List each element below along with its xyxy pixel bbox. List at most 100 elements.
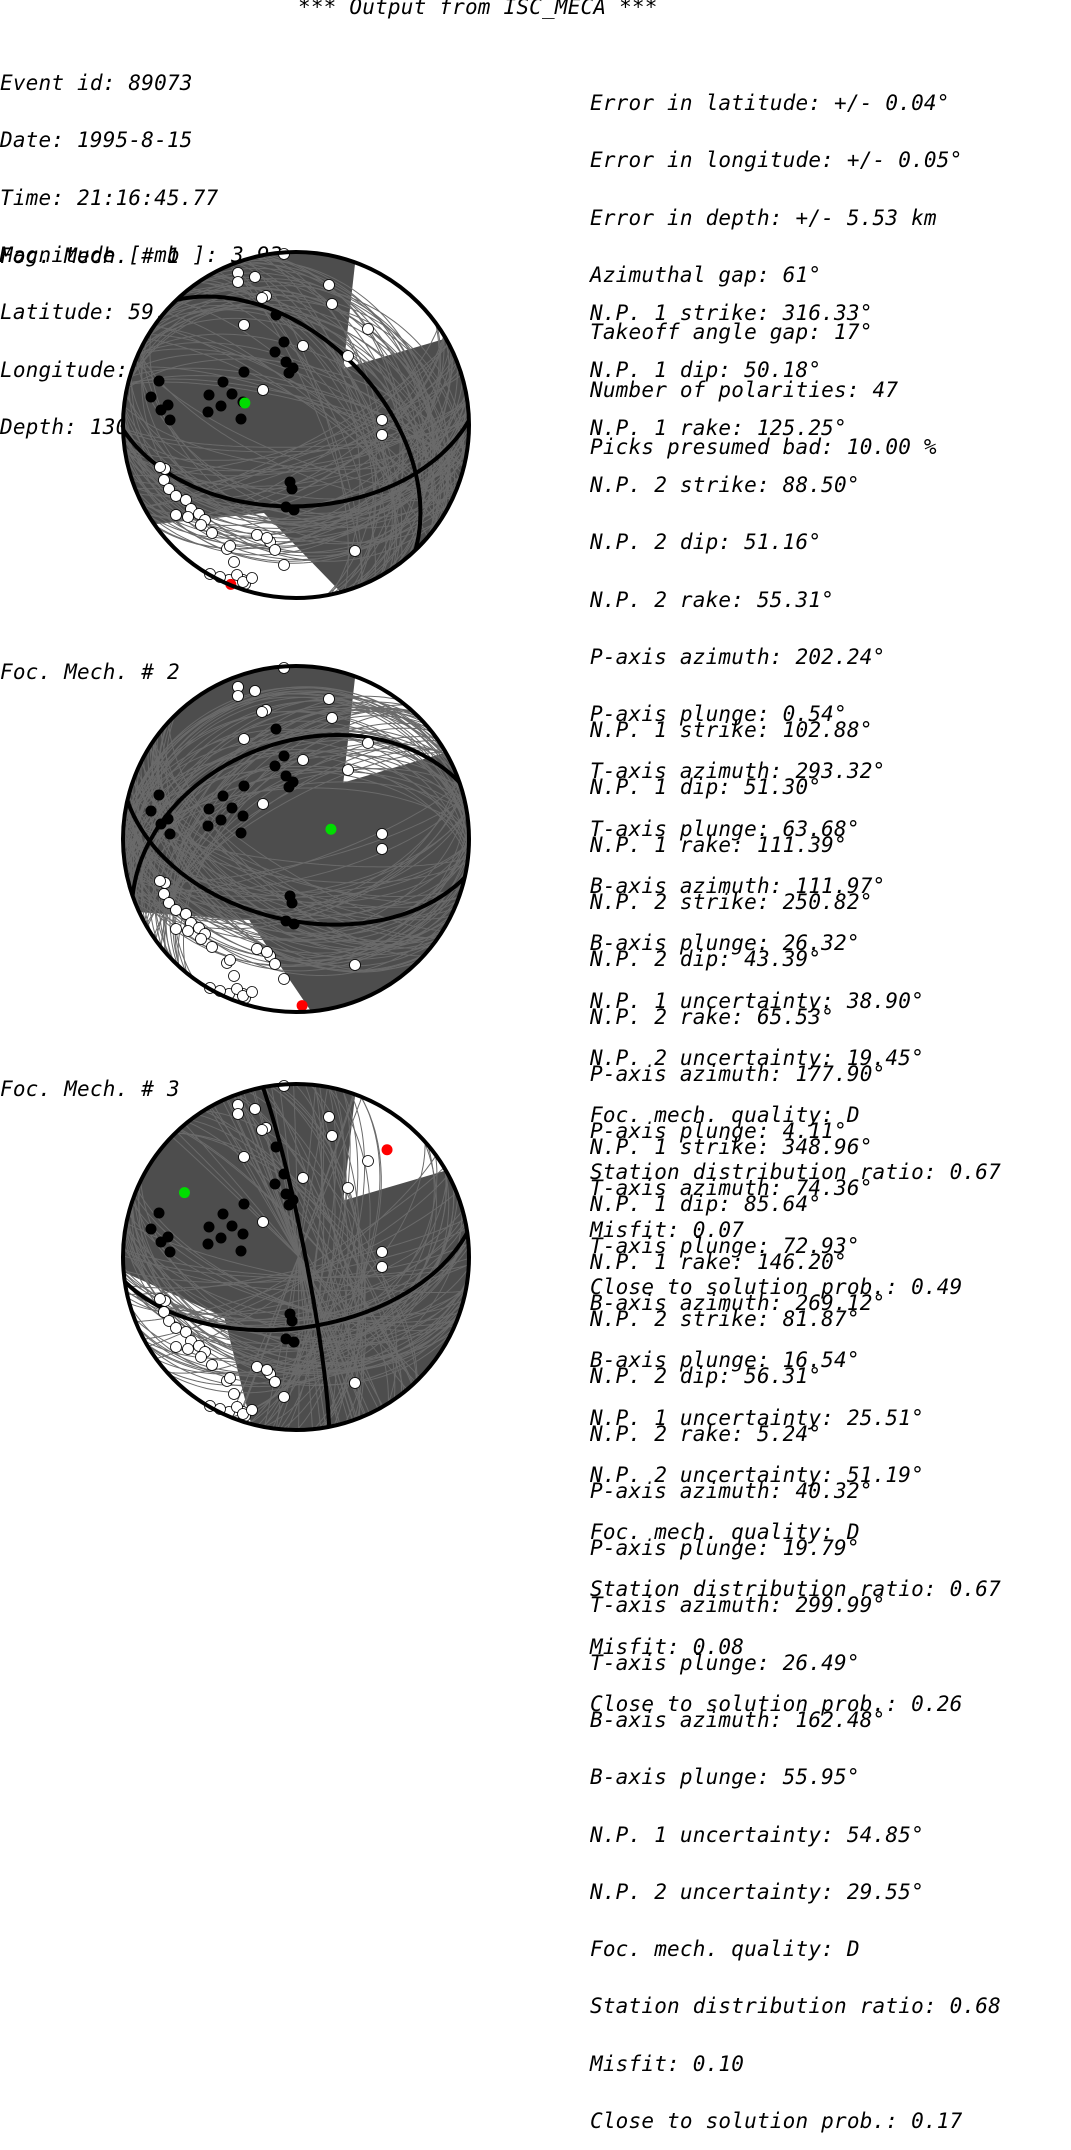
np2-rake: N.P. 2 rake: 65.53° bbox=[590, 1004, 835, 1029]
solution-trace bbox=[152, 697, 421, 960]
np1-uncertainty: N.P. 1 uncertainty: 54.85° bbox=[590, 1822, 924, 1847]
mechanism-1-parameters: N.P. 1 strike: 316.33° N.P. 1 dip: 50.18… bbox=[590, 266, 1001, 1316]
dilatation-polarity bbox=[154, 1293, 166, 1305]
compression-polarity bbox=[226, 802, 238, 814]
b-axis-plunge: B-axis plunge: 55.95° bbox=[590, 1765, 860, 1790]
dilatation-polarity bbox=[297, 754, 309, 766]
compression-polarity bbox=[215, 814, 227, 826]
t-axis-azimuth: T-axis azimuth: 74.36° bbox=[590, 1176, 873, 1201]
solution-trace bbox=[270, 1085, 360, 1429]
compression-polarity bbox=[237, 810, 249, 822]
compression-polarity bbox=[278, 750, 290, 762]
dilatation-polarity bbox=[180, 908, 192, 920]
t-axis-plunge: T-axis plunge: 72.93° bbox=[590, 1233, 860, 1258]
takeoff-angle-gap: Takeoff angle gap: 17° bbox=[590, 320, 873, 345]
mechanism-2-beachball bbox=[121, 662, 471, 1014]
solution-trace bbox=[231, 1096, 382, 1418]
dilatational-sector bbox=[343, 1094, 446, 1201]
dilatation-polarity bbox=[257, 384, 269, 396]
compression-polarity bbox=[288, 1336, 300, 1348]
dilatation-polarity bbox=[323, 693, 335, 705]
dilatation-polarity bbox=[278, 973, 290, 985]
dilatation-polarity bbox=[228, 556, 240, 568]
compression-polarity bbox=[235, 827, 247, 839]
dilatation-polarity bbox=[238, 1151, 250, 1163]
t-axis-marker bbox=[325, 823, 337, 835]
dilatation-polarity bbox=[342, 764, 354, 776]
p-axis-azimuth: P-axis azimuth: 40.32° bbox=[590, 1478, 873, 1503]
mechanism-quality: Foc. mech. quality: D bbox=[590, 1103, 860, 1128]
np2-strike: N.P. 2 strike: 250.82° bbox=[590, 890, 873, 915]
compression-polarity bbox=[226, 1220, 238, 1232]
dilatation-polarity bbox=[246, 572, 258, 584]
solution-trace bbox=[175, 1132, 417, 1382]
dilatation-polarity bbox=[251, 943, 263, 955]
dilatation-polarity bbox=[323, 279, 335, 291]
compression-polarity bbox=[164, 828, 176, 840]
dilatational-sector bbox=[154, 512, 341, 598]
solution-trace bbox=[132, 781, 460, 908]
dilatation-polarity bbox=[224, 954, 236, 966]
dilatation-polarity bbox=[342, 1182, 354, 1194]
dilatation-polarity bbox=[228, 970, 240, 982]
np2-strike: N.P. 2 strike: 88.50° bbox=[590, 473, 860, 498]
mechanism-2-heading: Foc. Mech. # 2 bbox=[0, 660, 180, 684]
solution-trace bbox=[127, 299, 465, 467]
dilatational-sector bbox=[343, 262, 446, 369]
dilatation-polarity bbox=[261, 946, 273, 958]
solution-trace bbox=[130, 371, 461, 554]
dilatation-polarity bbox=[170, 1341, 182, 1353]
dilatation-polarity bbox=[269, 544, 281, 556]
compression-polarity bbox=[238, 366, 250, 378]
dilatation-polarity bbox=[278, 559, 290, 571]
dilatation-polarity bbox=[163, 897, 175, 909]
dilatation-polarity bbox=[180, 494, 192, 506]
np1-strike: N.P. 1 strike: 316.33° bbox=[590, 301, 873, 326]
dilatation-polarity bbox=[228, 1388, 240, 1400]
solution-trace bbox=[175, 1132, 418, 1381]
mechanism-3-heading: Foc. Mech. # 3 bbox=[0, 1077, 180, 1101]
mechanism-1-heading: Foc. Mech. # 1 bbox=[0, 244, 180, 268]
solution-trace bbox=[152, 741, 439, 946]
dilatation-polarity bbox=[349, 959, 361, 971]
solution-trace bbox=[250, 257, 424, 593]
np1-strike: N.P. 1 strike: 348.96° bbox=[590, 1135, 873, 1160]
solution-trace bbox=[123, 818, 469, 916]
solution-trace bbox=[123, 1255, 469, 1279]
dilatation-polarity bbox=[278, 1391, 290, 1403]
dilatation-polarity bbox=[342, 350, 354, 362]
dilatation-polarity bbox=[362, 323, 374, 335]
solution-trace bbox=[153, 740, 438, 939]
solution-trace bbox=[138, 1184, 455, 1377]
nodal-plane-1 bbox=[125, 799, 467, 927]
t-axis-marker bbox=[239, 397, 251, 409]
t-axis-azimuth: T-axis azimuth: 293.32° bbox=[590, 759, 886, 784]
dilatation-polarity bbox=[206, 527, 218, 539]
np2-uncertainty: N.P. 2 uncertainty: 19.45° bbox=[590, 1045, 924, 1070]
solution-trace bbox=[153, 326, 439, 524]
page-title: *** Output from ISC_MECA *** bbox=[298, 0, 658, 19]
compression-polarity bbox=[203, 389, 215, 401]
solution-trace bbox=[126, 1221, 466, 1315]
solution-trace bbox=[145, 338, 447, 512]
dilatation-polarity bbox=[251, 529, 263, 541]
dilatation-polarity bbox=[232, 1108, 244, 1120]
dilatation-polarity bbox=[182, 1343, 194, 1355]
solution-trace bbox=[137, 342, 455, 496]
compression-polarity bbox=[270, 309, 282, 321]
compression-polarity bbox=[269, 1178, 281, 1190]
t-axis-marker bbox=[178, 1187, 190, 1199]
solution-trace bbox=[123, 832, 469, 972]
dilatation-polarity bbox=[195, 519, 207, 531]
dilatation-polarity bbox=[170, 923, 182, 935]
solution-trace bbox=[165, 715, 418, 971]
compression-polarity bbox=[202, 820, 214, 832]
compression-polarity bbox=[287, 362, 299, 374]
compression-polarity bbox=[270, 1141, 282, 1153]
dilatation-polarity bbox=[376, 843, 388, 855]
np1-rake: N.P. 1 rake: 111.39° bbox=[590, 832, 847, 857]
solution-trace bbox=[123, 769, 469, 846]
solution-trace bbox=[190, 1119, 403, 1395]
compression-polarity bbox=[288, 918, 300, 930]
dilatation-polarity bbox=[362, 737, 374, 749]
